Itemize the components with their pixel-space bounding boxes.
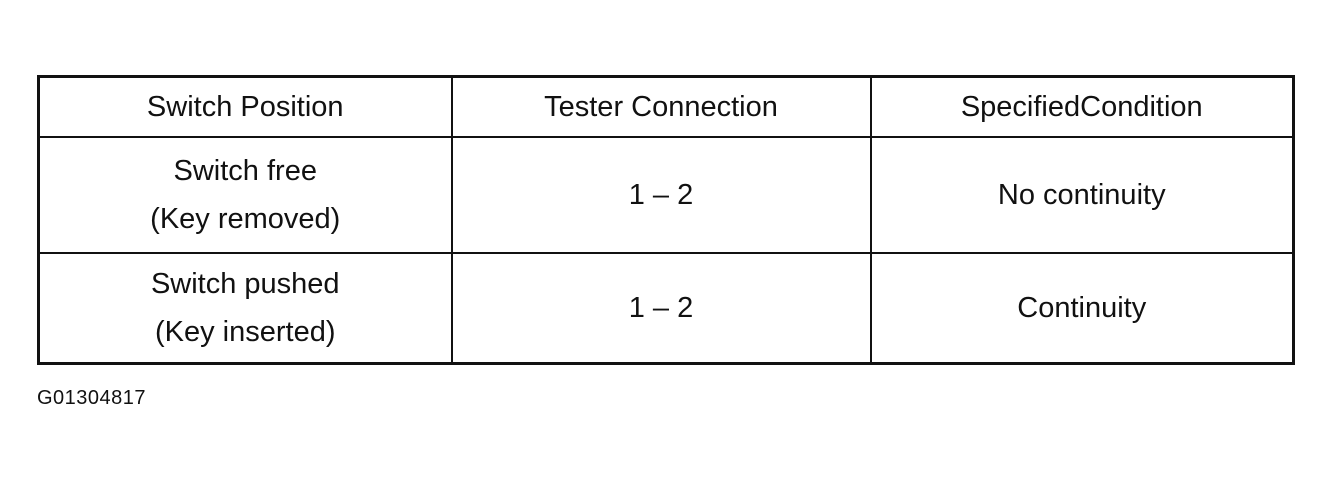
header-switch-position: Switch Position: [37, 75, 453, 138]
figure-id: G01304817: [37, 387, 147, 409]
header-tester-connection: Tester Connection: [450, 75, 872, 138]
specified-condition-cell: No continuity: [869, 135, 1295, 254]
switch-position-key-state: (Key removed): [150, 202, 341, 235]
header-specified-condition: SpecifiedCondition: [869, 75, 1295, 138]
table-row: Switch free (Key removed) 1 – 2 No conti…: [37, 135, 1295, 254]
switch-position-key-state: (Key inserted): [154, 315, 336, 348]
switch-position-cell: Switch free (Key removed): [37, 135, 453, 254]
switch-position-state: Switch free: [173, 154, 317, 187]
table-row: Switch pushed (Key inserted) 1 – 2 Conti…: [37, 251, 1295, 365]
switch-inspection-table: Switch Position Tester Connection Specif…: [37, 75, 1295, 365]
tester-connection-cell: 1 – 2: [450, 251, 872, 365]
table-header-row: Switch Position Tester Connection Specif…: [37, 75, 1295, 138]
switch-position-cell: Switch pushed (Key inserted): [37, 251, 453, 365]
switch-position-state: Switch pushed: [150, 267, 340, 300]
specified-condition-cell: Continuity: [869, 251, 1295, 365]
tester-connection-cell: 1 – 2: [450, 135, 872, 254]
